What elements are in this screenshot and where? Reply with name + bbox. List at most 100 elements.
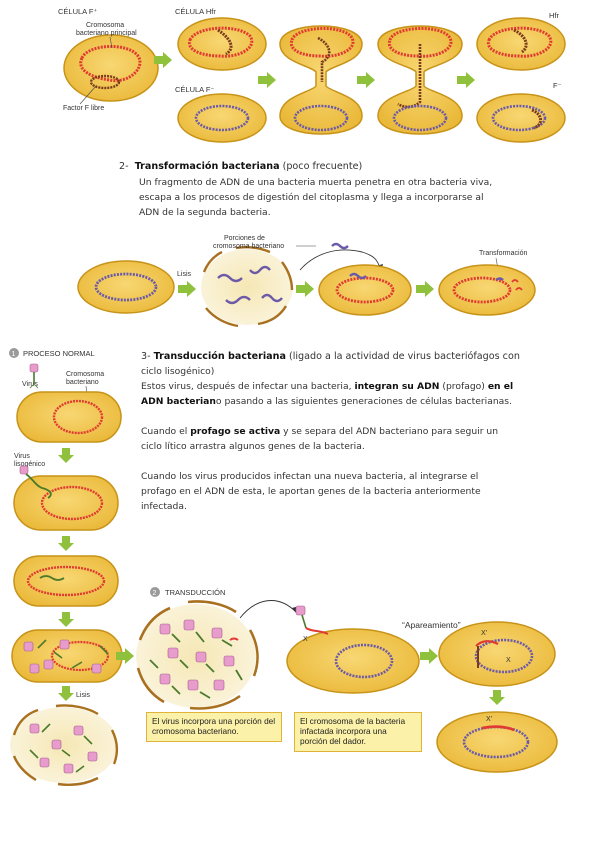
arrow-right	[357, 72, 375, 88]
lysed-cell-normal	[10, 704, 118, 786]
label-virus: Virus	[22, 381, 38, 388]
paragraph-3-line: profago en el ADN de esta, le aportan ge…	[141, 486, 481, 497]
conjugation-figure: CÉLULA F⁺ Cromosoma bacteriano principal…	[58, 7, 566, 143]
label-main-chromosome-1: Cromosoma	[86, 22, 124, 29]
bacteria-cell-2	[13, 465, 119, 531]
label-lysogenic-1: Virus	[14, 453, 30, 460]
recombinant-cell: X'	[436, 711, 558, 773]
bacteria-cell-1	[16, 391, 122, 443]
transformation-figure: Lisis Porciones de cromosoma bacteriano …	[77, 235, 536, 328]
arrow-down	[58, 612, 74, 627]
phage-icon	[29, 363, 39, 389]
transformation-heading: 2- Transformación bacteriana (poco frecu…	[119, 159, 362, 174]
text-line: ADN de la segunda bacteria.	[139, 207, 271, 218]
label-cell-f-minus: CÉLULA F⁻	[175, 85, 214, 94]
bold-span: en el	[487, 381, 514, 392]
label-portions-2: cromosoma bacteriano	[213, 243, 284, 250]
label-x-prime-pairing: X'	[481, 630, 487, 637]
bold-span: ADN bacterian	[141, 396, 216, 407]
bacteria-cell-4	[11, 629, 123, 683]
paragraph-3-line: Cuando los virus producidos infectan una…	[141, 471, 479, 482]
transduction-qualifier: (ligado a la actividad de virus bacterió…	[285, 351, 520, 362]
transformation-title: Transformación bacteriana	[134, 161, 280, 172]
badge-1	[9, 348, 19, 358]
label-transformation: Transformación	[479, 250, 527, 257]
label-lysis: Lisis	[177, 271, 192, 278]
text-span: y se separa del ADN bacteriano para segu…	[280, 426, 499, 437]
label-portions-1: Porciones de	[224, 235, 265, 242]
bold-span: profago se activa	[190, 426, 281, 437]
donor-cell	[77, 260, 175, 314]
paragraph-2-line-1: Cuando el profago se activa y se separa …	[141, 424, 520, 439]
f-minus-cell	[177, 93, 267, 143]
f-plus-cell	[63, 34, 159, 102]
recipient-cell	[318, 264, 412, 316]
bold-span: integran su ADN	[354, 381, 440, 392]
transduction-text: 3- Transducción bacteriana (ligado a la …	[141, 349, 520, 514]
arrow-right	[416, 281, 434, 297]
text-span: Estos virus, después de infectar una bac…	[141, 381, 355, 392]
label-normal-process: PROCESO NORMAL	[23, 349, 95, 358]
text-line: Un fragmento de ADN de una bacteria muer…	[139, 177, 493, 188]
text-span: Cuando el	[141, 426, 191, 437]
arrow-down	[58, 536, 74, 551]
spacer	[141, 409, 520, 424]
transduction-figure: 2 TRANSDUCCIÓN	[116, 587, 558, 773]
spacer	[141, 454, 520, 469]
mating-pair-1	[279, 25, 363, 135]
hfr-cell-after	[476, 17, 566, 71]
paragraph-1-line-2: ADN bacteriano pasando a las siguientes …	[141, 394, 520, 409]
transduction-title: Transducción bacteriana	[153, 351, 286, 362]
lysed-cell-transduction	[136, 600, 259, 710]
hfr-cell	[177, 17, 267, 71]
bacteria-cell-3	[13, 555, 119, 607]
arrow-right	[457, 72, 475, 88]
mating-pair-2	[377, 25, 463, 135]
section-number: 2-	[119, 161, 129, 172]
arrow-right	[420, 648, 438, 664]
badge-2	[150, 587, 160, 597]
badge-2-number: 2	[153, 590, 157, 597]
text-line: escapa a los procesos de digestión del c…	[139, 192, 484, 203]
label-free-f-factor: Factor F libre	[63, 105, 104, 112]
label-x-infected: X	[303, 636, 308, 643]
label-x-pairing: X	[506, 657, 511, 664]
transformation-description: Un fragmento de ADN de una bacteria muer…	[139, 175, 492, 220]
paragraph-1-line-1: Estos virus, después de infectar una bac…	[141, 379, 520, 394]
note-virus-incorporates: El virus incorpora una porción del cromo…	[146, 712, 282, 742]
pairing-cell: X' X	[438, 621, 556, 687]
label-hfr-right: Hfr	[549, 11, 560, 20]
text-line: ciclo lisogénico)	[141, 366, 215, 377]
arrow-down	[58, 448, 74, 463]
label-main-chromosome-2: bacteriano principal	[76, 30, 137, 37]
label-lysis-normal: Lisis	[76, 692, 91, 699]
arrow-down	[489, 690, 505, 705]
label-cell-f-plus: CÉLULA F⁺	[58, 7, 97, 16]
arrow-right	[258, 72, 276, 88]
label-cell-hfr: CÉLULA Hfr	[175, 7, 216, 16]
arrow-right	[296, 281, 314, 297]
label-chromosome-1: Cromosoma	[66, 371, 104, 378]
label-pairing: “Apareamiento”	[402, 620, 461, 630]
label-x-prime-recombinant: X'	[486, 716, 492, 723]
lysed-cell	[201, 246, 294, 328]
text-span: o pasando a las siguientes generaciones …	[215, 396, 512, 407]
paragraph-2-line-2: ciclo lítico arrastra algunos genes de l…	[141, 441, 365, 452]
section-number: 3-	[141, 351, 151, 362]
transformed-cell	[438, 264, 536, 316]
label-lysogenic-2: lisogénico	[14, 461, 45, 468]
infected-cell: X	[286, 605, 420, 694]
arrow-down	[58, 686, 74, 701]
transduction-heading: 3- Transducción bacteriana (ligado a la …	[141, 349, 520, 364]
label-chromosome-2: bacteriano	[66, 379, 99, 386]
label-transduction: TRANSDUCCIÓN	[165, 588, 225, 597]
f-minus-cell-after	[476, 93, 566, 143]
text-span: (profago)	[439, 381, 488, 392]
normal-process-figure: 1 PROCESO NORMAL Virus Cromosoma bacteri…	[9, 348, 123, 786]
note-chromosome-incorporates: El cromosoma de la bacteria infactada in…	[294, 712, 422, 752]
arrow-right	[178, 281, 196, 297]
transformation-qualifier: (poco frecuente)	[279, 161, 363, 172]
paragraph-3-line: infectada.	[141, 501, 187, 512]
label-f-minus-right: F⁻	[553, 81, 562, 90]
